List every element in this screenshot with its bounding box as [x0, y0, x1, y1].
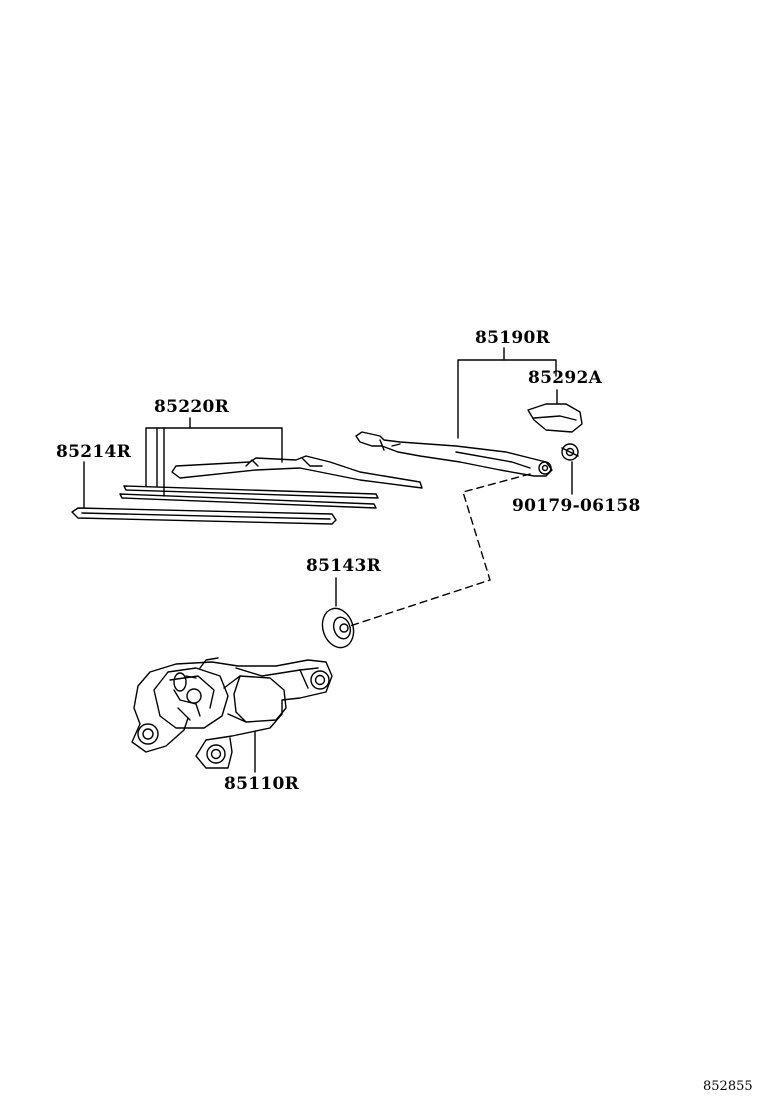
part-label-arm-cap: 85292A: [528, 368, 603, 388]
part-label-nut: 90179-06158: [512, 496, 641, 516]
part-label-wiper-arm: 85190R: [475, 328, 551, 348]
part-label-pivot-cap: 85143R: [306, 556, 382, 576]
wiper-motor: [132, 658, 332, 768]
arm-cap: [528, 404, 582, 432]
wiper-blade-rubber: [72, 508, 336, 524]
leader-lines: [84, 348, 572, 772]
wiper-blade-assembly: [120, 456, 422, 508]
part-label-blade-rubber: 85214R: [56, 442, 132, 462]
part-label-blade-assembly: 85220R: [154, 397, 230, 417]
wiper-arm: [356, 432, 552, 476]
diagram-code: 852855: [703, 1079, 753, 1094]
part-label-wiper-motor: 85110R: [224, 774, 300, 794]
pivot-cap: [318, 604, 359, 651]
nut: [562, 444, 578, 460]
